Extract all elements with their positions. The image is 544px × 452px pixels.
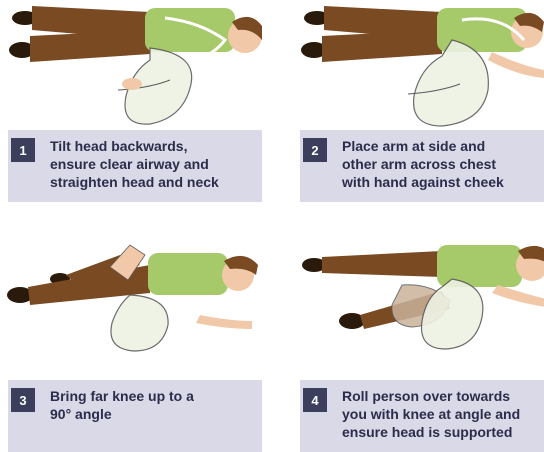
step-3-illustration [0, 225, 262, 355]
step-1-caption: 1 Tilt head backwards, ensure clear airw… [8, 130, 262, 202]
step-3-text: Bring far knee up to a 90° angle [50, 387, 262, 423]
step-4-illustration [292, 225, 544, 355]
step-1-text: Tilt head backwards, ensure clear airway… [50, 137, 262, 191]
step-2-panel: 2 Place arm at side and other arm across… [292, 0, 544, 222]
step-2-number: 2 [303, 138, 327, 162]
step-4-number: 4 [303, 388, 327, 412]
step-2-illustration [292, 0, 544, 130]
step-1-illustration [0, 0, 262, 130]
step-1-number: 1 [11, 138, 35, 162]
step-2-text: Place arm at side and other arm across c… [342, 137, 544, 191]
step-1-panel: 1 Tilt head backwards, ensure clear airw… [0, 0, 262, 222]
step-3-panel: 3 Bring far knee up to a 90° angle [0, 225, 262, 447]
step-4-caption: 4 Roll person over towards you with knee… [300, 380, 544, 452]
step-3-caption: 3 Bring far knee up to a 90° angle [8, 380, 262, 452]
step-3-number: 3 [11, 388, 35, 412]
step-4-panel: 4 Roll person over towards you with knee… [292, 225, 544, 447]
step-4-text: Roll person over towards you with knee a… [342, 387, 544, 441]
step-2-caption: 2 Place arm at side and other arm across… [300, 130, 544, 202]
